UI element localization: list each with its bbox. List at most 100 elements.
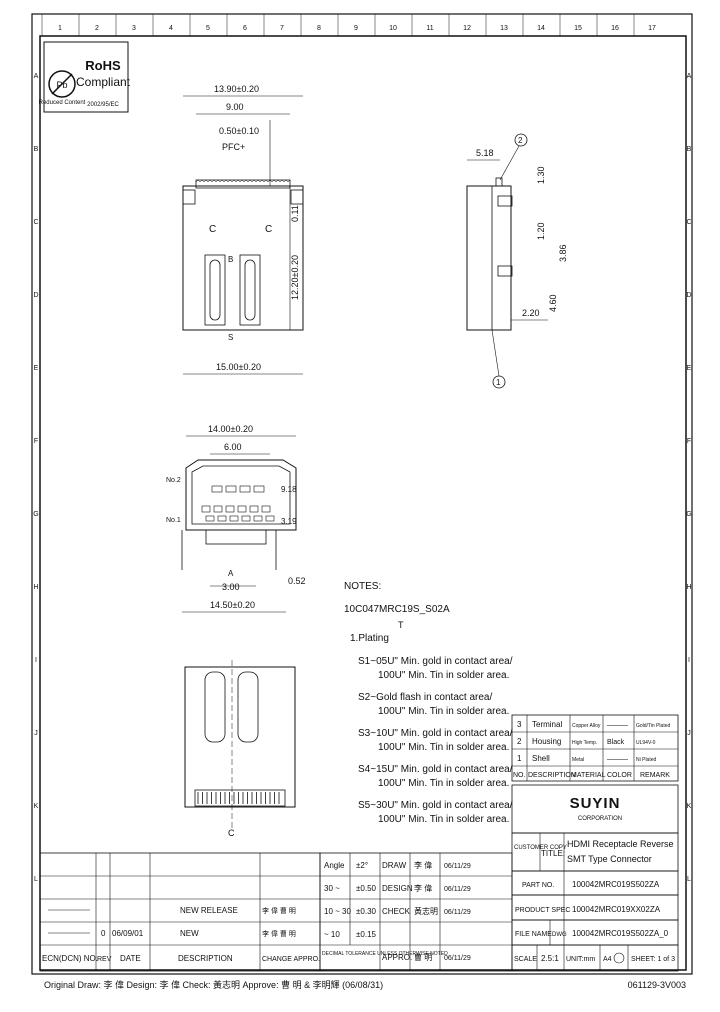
front-a-label: A <box>228 569 234 578</box>
approval-label: DRAW <box>382 861 407 870</box>
approval-date: 06/11/29 <box>444 886 471 893</box>
front-width-bottom-dim: 14.50±0.20 <box>210 600 255 610</box>
side-130-dim: 1.30 <box>536 166 546 184</box>
bottom-c-label: C <box>228 828 235 838</box>
rohs-directive: 2002/95/EC <box>87 102 119 108</box>
bom-color: ——— <box>607 722 628 729</box>
notes-title: NOTES: <box>344 581 381 592</box>
ruler-tick-label: 1 <box>58 25 62 32</box>
ruler-row-label: L <box>687 876 691 883</box>
part-no: 100042MRC019S502ZA <box>572 880 660 889</box>
ruler-row-label: J <box>34 730 38 737</box>
bom-no: 1 <box>517 754 522 763</box>
bom-material: High Temp. <box>572 740 597 746</box>
note-line: S1~05U" Min. gold in contact area/ <box>358 656 513 667</box>
sheet-info: SHEET: 1 of 3 <box>631 956 675 963</box>
svg-text:COLOR: COLOR <box>607 772 632 779</box>
ruler-tick-label: 8 <box>317 25 321 32</box>
ruler-row-label: F <box>687 438 691 445</box>
title-line-1: HDMI Receptacle Reverse <box>567 839 674 849</box>
bottom-width-dim: 15.00±0.20 <box>216 362 261 372</box>
ruler-row-label: K <box>34 803 39 810</box>
ruler-tick-label: 16 <box>611 25 619 32</box>
ruler-row-label: L <box>34 876 38 883</box>
svg-text:1: 1 <box>496 378 501 387</box>
tolerance-range: ~ 10 <box>324 930 340 939</box>
rohs-pb-text: Pb <box>56 80 67 90</box>
note-line: 100U" Min. Tin in solder area. <box>378 706 509 717</box>
title-block: SUYIN CORPORATION CUSTOMER COPY TITLE: H… <box>511 784 679 972</box>
note-line: 100U" Min. Tin in solder area. <box>378 814 509 825</box>
bom-material: Copper Alloy <box>572 723 601 729</box>
bom-remark: Gold/Tin Plated <box>636 723 670 729</box>
inner-border <box>39 35 687 971</box>
ruler-tick-label: 9 <box>354 25 358 32</box>
svg-text:±2°: ±2° <box>356 861 368 870</box>
ruler-row-label: I <box>688 657 690 664</box>
side-220-dim: 2.20 <box>522 308 540 318</box>
ruler-row-label: J <box>687 730 691 737</box>
front-918-dim: 9.18 <box>281 485 297 494</box>
ruler-tick-label: 14 <box>537 25 545 32</box>
approval-sign: 李 偉 <box>414 860 432 870</box>
ruler-row-label: D <box>686 292 691 299</box>
svg-text:SCALE: SCALE <box>514 956 537 963</box>
notes-part-t: T <box>398 620 404 630</box>
approval-sign: 黃志明 <box>414 906 438 916</box>
svg-text:C: C <box>209 224 216 235</box>
ruler-row-label: G <box>33 511 38 518</box>
ruler-tick-label: 7 <box>280 25 284 32</box>
approval-label: APPRO. <box>382 953 412 962</box>
balloon-no2: No.2 <box>166 477 181 484</box>
ruler-row-label: C <box>686 219 691 226</box>
ruler-tick-label: 17 <box>648 25 656 32</box>
svg-text:TITLE:: TITLE: <box>541 849 565 858</box>
notes-part: 10C047MRC19S_S02A <box>344 604 450 615</box>
svg-text:CHANGE APPRO.: CHANGE APPRO. <box>262 956 320 963</box>
approval-sign: 曹 明 <box>414 952 432 962</box>
approval-sign: 李 偉 <box>414 883 432 893</box>
svg-text:PRODUCT SPEC: PRODUCT SPEC <box>515 907 571 914</box>
top-view-s-label: S <box>228 333 233 342</box>
product-spec: 100042MRC019XX02ZA <box>572 905 661 914</box>
notes: NOTES: 10C047MRC19S_S02A T 1.Plating S1~… <box>344 581 513 825</box>
ruler-tick-label: 15 <box>574 25 582 32</box>
ruler-row-label: H <box>686 584 691 591</box>
title-line-2: SMT Type Connector <box>567 854 652 864</box>
rohs-subtitle: Compliant <box>76 75 131 89</box>
svg-text:DATE: DATE <box>120 954 141 963</box>
svg-text:DESCRIPTION: DESCRIPTION <box>528 772 576 779</box>
tolerance-value: ±0.50 <box>356 884 377 893</box>
side-518-dim: 5.18 <box>476 148 494 158</box>
svg-text:Angle: Angle <box>324 861 345 870</box>
svg-text:DESCRIPTION: DESCRIPTION <box>178 954 233 963</box>
ruler-tick-label: 10 <box>389 25 397 32</box>
top-011-dim: 0.11 <box>290 205 300 222</box>
svg-text:REV: REV <box>97 956 112 963</box>
ruler-row-label: A <box>687 73 692 80</box>
front-052-dim: 0.52 <box>288 576 306 586</box>
rev-desc: NEW RELEASE <box>180 906 238 915</box>
note-line: S4~15U" Min. gold in contact area/ <box>358 764 513 775</box>
top-9-dim: 9.00 <box>226 102 244 112</box>
note-line: 100U" Min. Tin in solder area. <box>378 778 509 789</box>
approval-label: DESIGN <box>382 884 413 893</box>
bom-color: ——— <box>607 756 628 763</box>
scale-value: 2.5:1 <box>541 954 559 963</box>
note-line: S2~Gold flash in contact area/ <box>358 692 492 703</box>
tolerance-note: DECIMAL TOLERANCE UNLESS OTHERWISE NOTED <box>322 951 448 957</box>
front-600-dim: 6.00 <box>224 442 242 452</box>
top-width-dim: 13.90±0.20 <box>214 84 259 94</box>
approval-date: 06/11/29 <box>444 955 471 962</box>
rohs-caption: Reduced Content <box>39 100 86 106</box>
svg-text:FILE NAME: FILE NAME <box>515 931 552 938</box>
bottom-view: C <box>184 660 296 838</box>
bom-no: 3 <box>517 720 522 729</box>
side-386-dim: 3.86 <box>558 244 568 262</box>
file-name: 100042MRC019S502ZA_0 <box>572 929 669 938</box>
ruler-row-label: D <box>33 292 38 299</box>
